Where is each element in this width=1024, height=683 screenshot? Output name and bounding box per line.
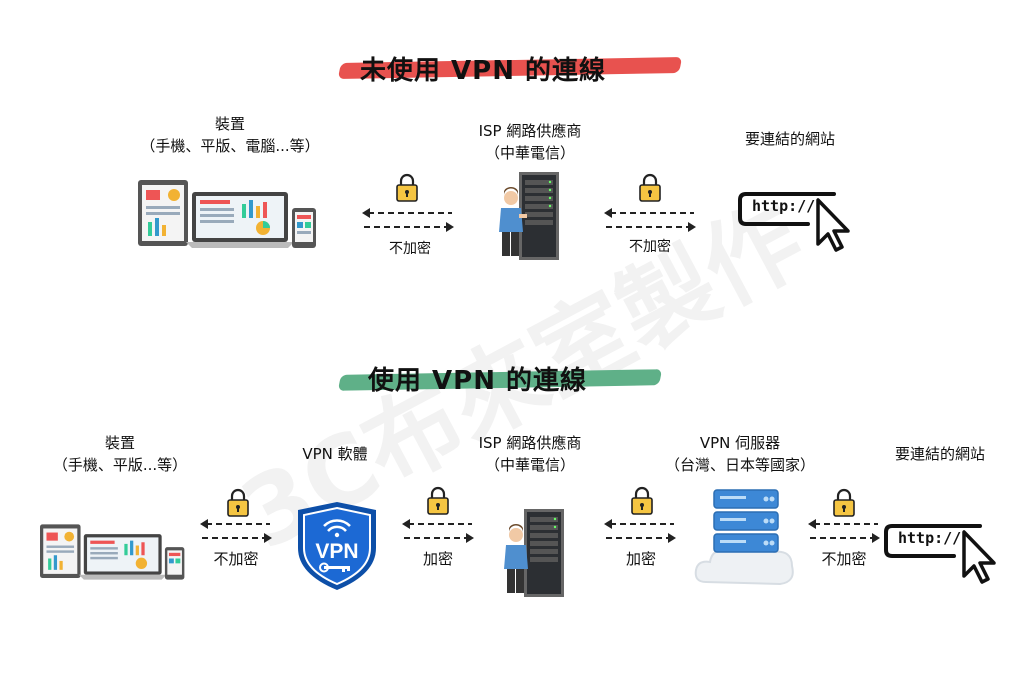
lock-icon-top-1 bbox=[396, 173, 418, 202]
device-label-bottom-line1: 裝置 bbox=[104, 434, 135, 452]
devices-icon-bottom bbox=[40, 524, 185, 580]
lock-icon-bottom-2 bbox=[427, 486, 449, 515]
vpn-badge-text: VPN bbox=[315, 540, 359, 563]
double-arrow-top-2 bbox=[604, 208, 696, 232]
lock-icon-top-2 bbox=[639, 173, 661, 202]
vpn-server-label: VPN 伺服器 （台灣、日本等國家） bbox=[650, 432, 830, 476]
vpn-server-cloud-icon bbox=[694, 489, 794, 586]
isp-label-top-line2: （中華電信） bbox=[484, 144, 575, 162]
link-text-bottom-2: 加密 bbox=[422, 550, 453, 568]
isp-server-icon-top bbox=[499, 172, 559, 260]
isp-label-bottom-line1: ISP 網路供應商 bbox=[478, 434, 582, 452]
isp-server-icon-bottom bbox=[504, 509, 564, 597]
url-text-bottom: http:// bbox=[898, 529, 962, 547]
vpn-server-label-line2: （台灣、日本等國家） bbox=[664, 456, 815, 474]
device-label-bottom-line2: （手機、平版...等） bbox=[52, 456, 188, 474]
vpn-software-label: VPN 軟體 bbox=[302, 445, 368, 463]
isp-label-top-line1: ISP 網路供應商 bbox=[478, 122, 582, 140]
title-no-vpn: 未使用 VPN 的連線 bbox=[360, 56, 607, 86]
lock-icon-bottom-4 bbox=[833, 488, 855, 517]
double-arrow-bottom-2 bbox=[402, 519, 474, 543]
vpn-server-label-line1: VPN 伺服器 bbox=[699, 434, 781, 452]
link-text-top-2: 不加密 bbox=[629, 239, 671, 255]
device-label-top-line1: 裝置 bbox=[214, 115, 245, 133]
double-arrow-bottom-4 bbox=[808, 519, 880, 543]
site-label-top: 要連結的網站 bbox=[744, 130, 835, 148]
device-label-top-line2: （手機、平版、電腦...等） bbox=[140, 137, 320, 155]
link-text-bottom-1: 不加密 bbox=[213, 550, 259, 568]
site-label-bottom: 要連結的網站 bbox=[894, 445, 985, 463]
vpn-shield-icon bbox=[298, 502, 376, 590]
url-bar-icon-top bbox=[738, 192, 850, 252]
isp-label-bottom: ISP 網路供應商 （中華電信） bbox=[440, 432, 620, 476]
lock-icon-bottom-1 bbox=[227, 488, 249, 517]
double-arrow-bottom-3 bbox=[604, 519, 676, 543]
double-arrow-bottom-1 bbox=[200, 519, 272, 543]
double-arrow-top-1 bbox=[362, 208, 454, 232]
title-with-vpn: 使用 VPN 的連線 bbox=[368, 366, 588, 396]
url-text-top: http:// bbox=[752, 197, 816, 215]
isp-label-top: ISP 網路供應商 （中華電信） bbox=[440, 120, 620, 164]
device-label-bottom: 裝置 （手機、平版...等） bbox=[30, 432, 210, 476]
isp-label-bottom-line2: （中華電信） bbox=[484, 456, 575, 474]
link-text-bottom-4: 不加密 bbox=[821, 550, 867, 568]
device-label-top: 裝置 （手機、平版、電腦...等） bbox=[120, 113, 340, 157]
url-bar-icon-bottom bbox=[884, 524, 996, 584]
link-text-top-1: 不加密 bbox=[389, 241, 431, 257]
lock-icon-bottom-3 bbox=[631, 486, 653, 515]
link-text-bottom-3: 加密 bbox=[625, 550, 656, 568]
devices-icon-top bbox=[138, 180, 316, 248]
